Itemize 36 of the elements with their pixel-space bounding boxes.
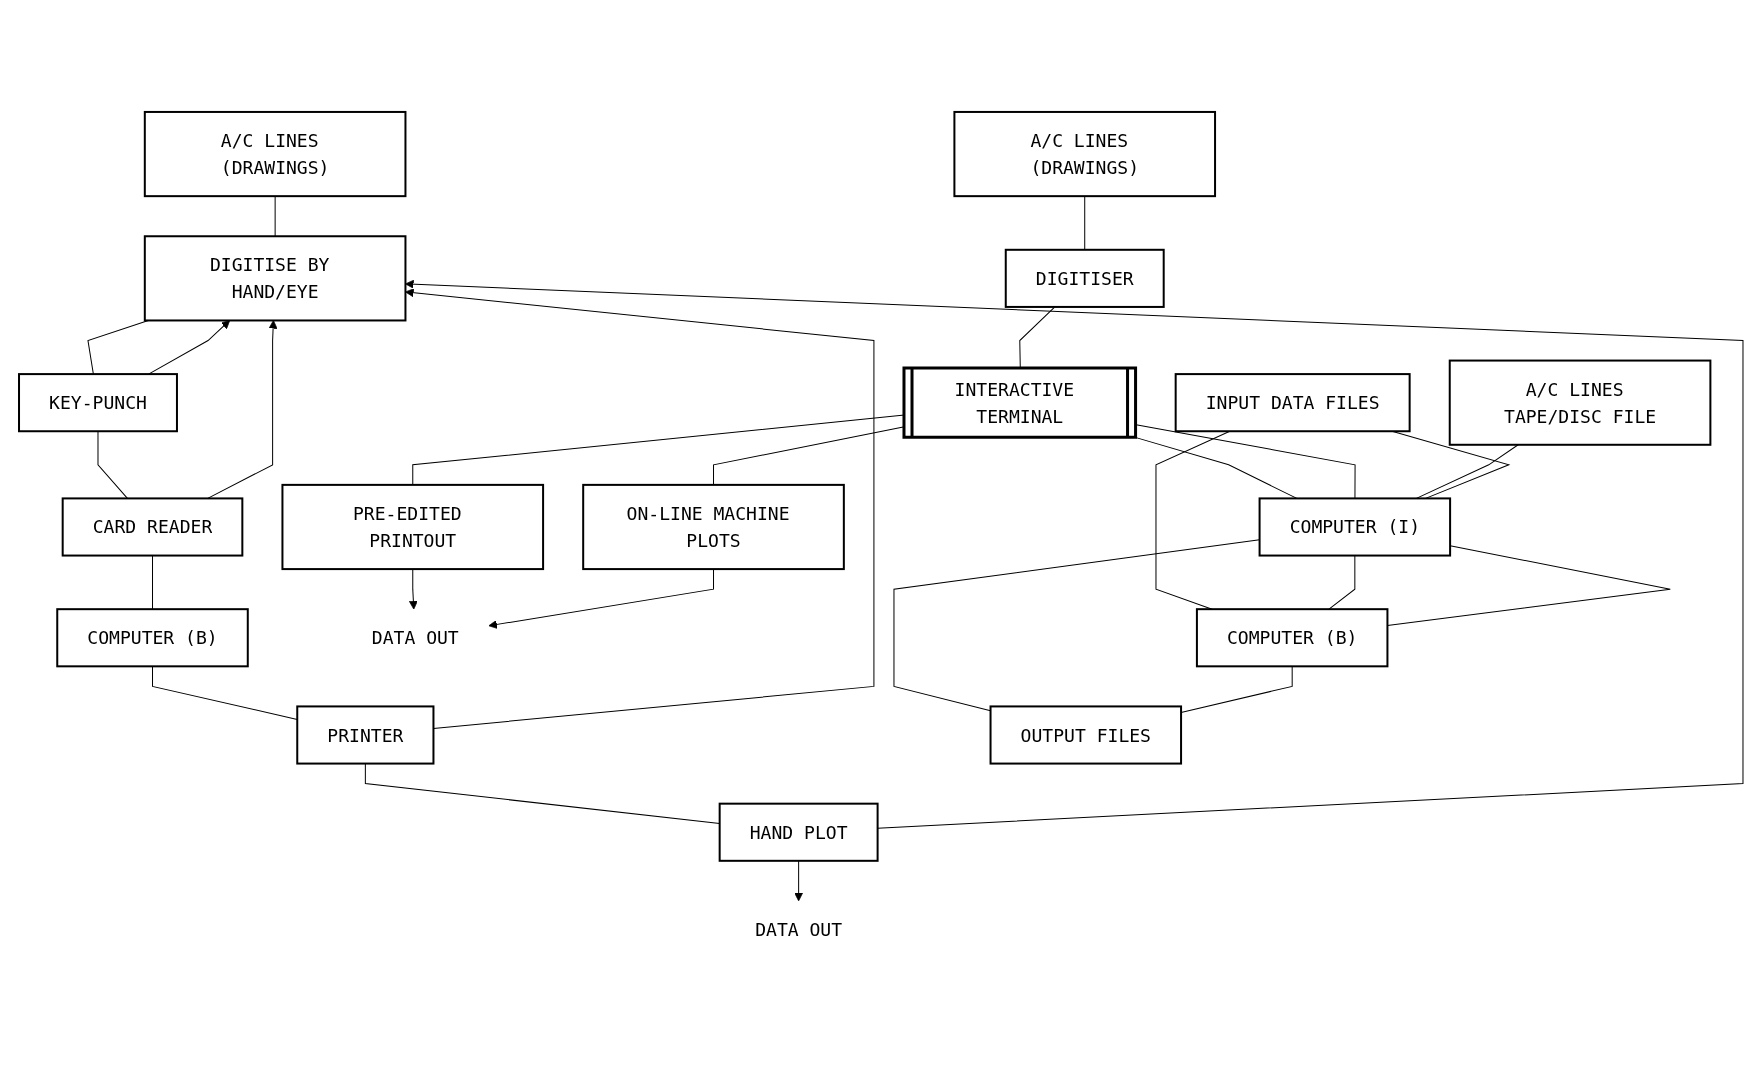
connector xyxy=(86,319,149,375)
connector xyxy=(274,195,276,237)
connector xyxy=(97,430,128,499)
node-box: INPUT DATA FILES xyxy=(1174,372,1411,432)
connector xyxy=(1155,430,1230,610)
node-box: A/C LINES (DRAWINGS) xyxy=(952,110,1216,197)
node-box: PRINTER xyxy=(295,704,434,765)
node-box: COMPUTER (B) xyxy=(1195,607,1388,667)
node-box: HAND PLOT xyxy=(718,802,879,862)
node-box: COMPUTER (I) xyxy=(1258,496,1451,557)
arrow xyxy=(793,859,803,901)
connector xyxy=(1386,544,1671,626)
node-box: PRE-EDITED PRINTOUT xyxy=(280,483,544,570)
arrow xyxy=(404,287,874,729)
connector xyxy=(1391,430,1509,499)
node-box: CARD READER xyxy=(61,496,243,557)
connector xyxy=(1328,554,1355,610)
node-box: ON-LINE MACHINE PLOTS xyxy=(581,483,845,570)
connector xyxy=(1180,665,1293,713)
node-box: OUTPUT FILES xyxy=(989,704,1182,765)
node-box: DIGITISE BY HAND/EYE xyxy=(143,234,406,321)
connector xyxy=(892,538,1260,711)
arrow xyxy=(408,568,418,610)
connector xyxy=(364,762,720,824)
connector xyxy=(1083,195,1085,250)
node-box: A/C LINES TAPE/DISC FILE xyxy=(1448,359,1711,446)
connector xyxy=(1135,423,1356,499)
node-box: COMPUTER (B) xyxy=(55,607,249,667)
arrow xyxy=(404,279,1743,829)
node-box: KEY-PUNCH xyxy=(17,372,178,432)
connector xyxy=(151,554,153,610)
node-text: DATA OUT xyxy=(754,918,842,940)
node-box: DIGITISER xyxy=(1004,248,1165,308)
node-text: DATA OUT xyxy=(371,626,459,648)
node-box: A/C LINES (DRAWINGS) xyxy=(143,110,406,197)
arrow xyxy=(487,568,714,629)
